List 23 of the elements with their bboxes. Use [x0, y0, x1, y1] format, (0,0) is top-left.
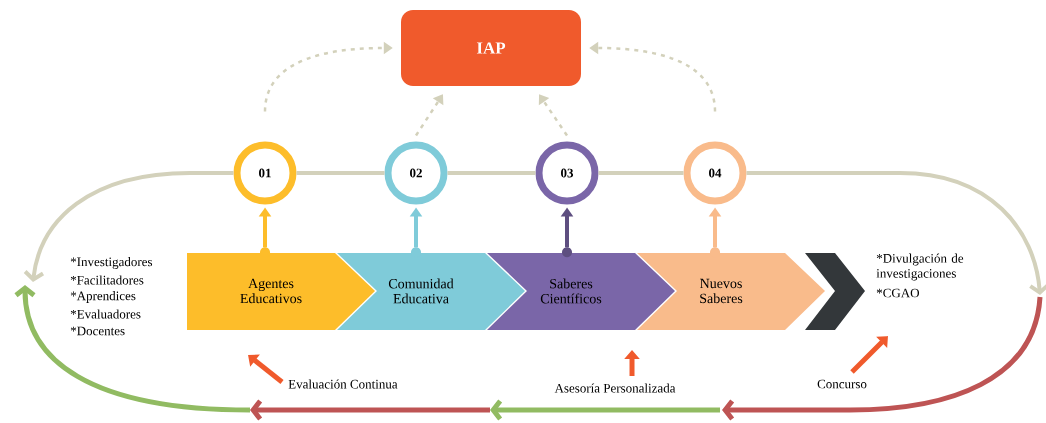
track-line	[598, 171, 684, 175]
loop-arrow	[746, 171, 1046, 295]
chevron-band: Comunidad Educativa	[337, 247, 525, 330]
chevron-band: Agentes Educativos	[187, 247, 375, 330]
dashed-arrow	[414, 94, 444, 137]
list-item: *Investigadores	[70, 257, 153, 269]
list-item: *Facilitadores	[70, 275, 144, 285]
dashed-arrow	[538, 94, 569, 137]
list-item: *Docentes	[70, 326, 125, 336]
loop-arrow	[23, 171, 234, 282]
title-box: IAP	[401, 10, 581, 86]
note-text: *Divulgación de investigaciones	[876, 253, 964, 281]
arrow-caption: Asesoría Personalizada	[554, 383, 676, 393]
track-line	[447, 171, 536, 175]
list-item: *Evaluadores	[70, 309, 141, 319]
note-text: *CGAO	[876, 288, 919, 298]
chevron-band: Nuevos Saberes	[637, 247, 825, 330]
chevron-band: Saberes Científicos	[487, 247, 675, 330]
track-line	[296, 171, 385, 175]
arrow-caption: Evaluación Continua	[288, 379, 398, 389]
chevron-shape	[805, 253, 865, 330]
list-item: *Aprendices	[70, 291, 136, 303]
arrow-caption: Concurso	[817, 379, 867, 389]
